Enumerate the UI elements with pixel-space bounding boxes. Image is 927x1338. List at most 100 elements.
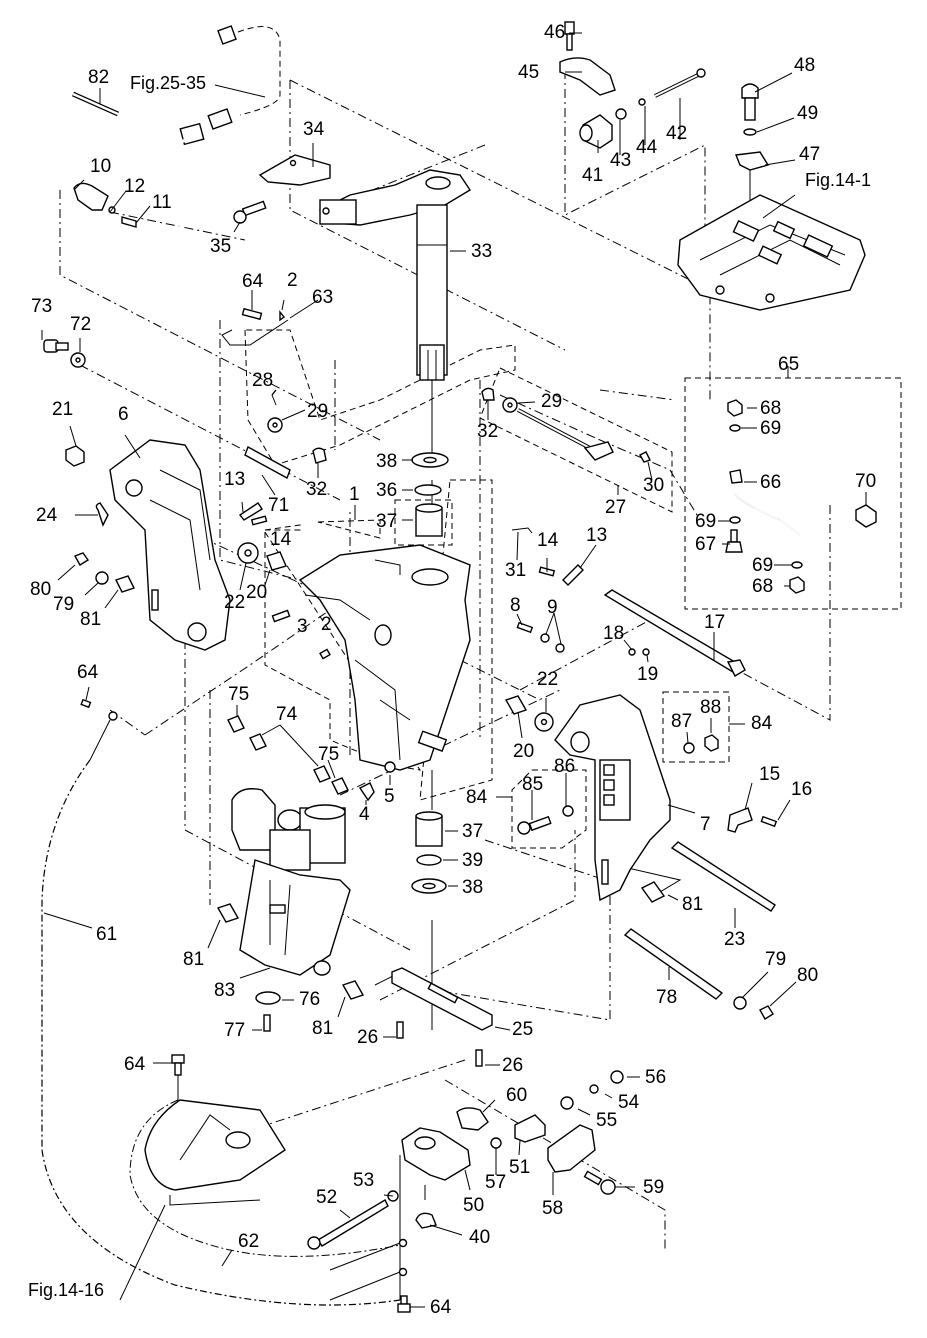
part-67-stud xyxy=(725,529,743,553)
callout: 45 xyxy=(518,62,540,83)
callout: 64 xyxy=(430,1297,452,1318)
part-9-washer-b xyxy=(555,643,565,653)
callout: 5 xyxy=(384,786,395,807)
callout: 75 xyxy=(228,684,250,705)
part-35-bolt xyxy=(233,200,267,224)
part-55-washer xyxy=(560,1096,574,1110)
part-79-washer-left xyxy=(95,571,109,585)
part-24-clip xyxy=(95,502,109,527)
callout: 34 xyxy=(303,119,325,140)
part-45-clamp xyxy=(559,21,616,96)
callout: 74 xyxy=(276,704,298,725)
part-69-washer-a xyxy=(729,424,741,432)
callout: 84 xyxy=(751,713,773,734)
part-64-screw-left xyxy=(80,698,92,709)
part-75-bushing-b xyxy=(331,777,349,795)
group-box-27 xyxy=(479,367,673,513)
part-9-washer-a xyxy=(540,633,550,643)
part-26-bolt-b xyxy=(475,1049,483,1067)
callout: 86 xyxy=(554,756,576,777)
part-4-bolt xyxy=(358,782,375,802)
callout: 33 xyxy=(471,241,493,262)
part-33-steering-shaft xyxy=(319,169,471,381)
callout: 17 xyxy=(704,612,726,633)
fig-14-1-engine-base xyxy=(677,194,866,311)
callout: 26 xyxy=(502,1055,524,1076)
callout: 22 xyxy=(224,592,246,613)
fig-14-16-gearcase xyxy=(144,1099,286,1206)
callout: 26 xyxy=(357,1027,379,1048)
callout: 62 xyxy=(238,1231,260,1252)
callout: 71 xyxy=(268,495,290,516)
part-64-bolt-lower-left xyxy=(171,1054,185,1076)
callout: 37 xyxy=(376,511,398,532)
part-86-washer xyxy=(562,805,574,817)
part-18-screw xyxy=(628,648,636,656)
callout: 20 xyxy=(246,582,268,603)
callout: 69 xyxy=(752,555,774,576)
part-26-bolt-a xyxy=(396,1021,404,1039)
part-20-bushing-left xyxy=(266,551,287,571)
callout: 47 xyxy=(799,144,821,165)
callout: 11 xyxy=(152,192,172,213)
callout: 66 xyxy=(760,472,782,493)
callout: 76 xyxy=(299,989,321,1010)
callout: 38 xyxy=(376,451,398,472)
part-41-bushing xyxy=(579,114,613,149)
callout: 82 xyxy=(88,67,110,88)
callout: 12 xyxy=(124,176,146,197)
part-7-clamp-bracket xyxy=(554,694,671,902)
callout: 69 xyxy=(760,418,782,439)
part-25-plate xyxy=(391,967,493,1031)
part-74-bushing-b xyxy=(313,765,331,783)
part-13-plate-right xyxy=(562,564,584,586)
part-27-lever xyxy=(517,408,614,461)
callout: 51 xyxy=(509,1157,531,1178)
part-51-bushing xyxy=(514,1114,546,1143)
part-42-bolt xyxy=(654,68,706,98)
callout: 41 xyxy=(582,165,604,186)
callout: 13 xyxy=(586,525,608,546)
part-8-screw xyxy=(516,621,534,634)
callout: 38 xyxy=(462,877,484,898)
part-80-clip-left xyxy=(73,552,90,566)
callout: 67 xyxy=(695,534,717,555)
part-68-nut-lower xyxy=(789,576,805,594)
callout: 42 xyxy=(666,123,688,144)
part-64-bolt-bottom xyxy=(397,1295,411,1313)
callout: 57 xyxy=(485,1172,507,1193)
part-81-bushing-lower-left xyxy=(216,903,240,923)
callout: 50 xyxy=(463,1195,485,1216)
part-87-washer xyxy=(683,742,695,754)
part-47-plate xyxy=(735,151,770,171)
part-64-screw-upper xyxy=(241,307,263,321)
reference-fig-25-35: Fig.25-35 xyxy=(130,73,207,93)
callout: 61 xyxy=(96,924,118,945)
part-54-washer xyxy=(589,1084,599,1094)
part-14-screw xyxy=(250,515,268,526)
callout: 29 xyxy=(541,391,563,412)
part-13-plate xyxy=(238,502,263,521)
callout: 28 xyxy=(252,370,274,391)
part-62-cable xyxy=(329,1242,401,1271)
part-19-washer xyxy=(642,648,650,656)
part-20-bushing-right xyxy=(504,695,528,715)
part-48-bolt xyxy=(741,83,759,121)
callout: 21 xyxy=(52,399,74,420)
part-81-bushing-left xyxy=(115,575,135,593)
callout: 43 xyxy=(610,150,632,171)
callout: 37 xyxy=(462,821,484,842)
part-17-tube xyxy=(603,589,746,677)
part-70-fitting xyxy=(855,504,877,528)
group-box-84-upper xyxy=(662,691,730,763)
callout: 29 xyxy=(307,401,329,422)
part-6-clamp-bracket xyxy=(109,439,231,651)
callout: 23 xyxy=(724,929,746,950)
callout: 81 xyxy=(312,1018,334,1039)
part-73-bolt xyxy=(43,339,69,353)
part-37-bushing-lower xyxy=(415,811,443,847)
callout: 22 xyxy=(537,669,559,690)
part-76-washer xyxy=(255,991,281,1005)
callout: 2 xyxy=(287,270,298,291)
callout: 83 xyxy=(214,980,236,1001)
